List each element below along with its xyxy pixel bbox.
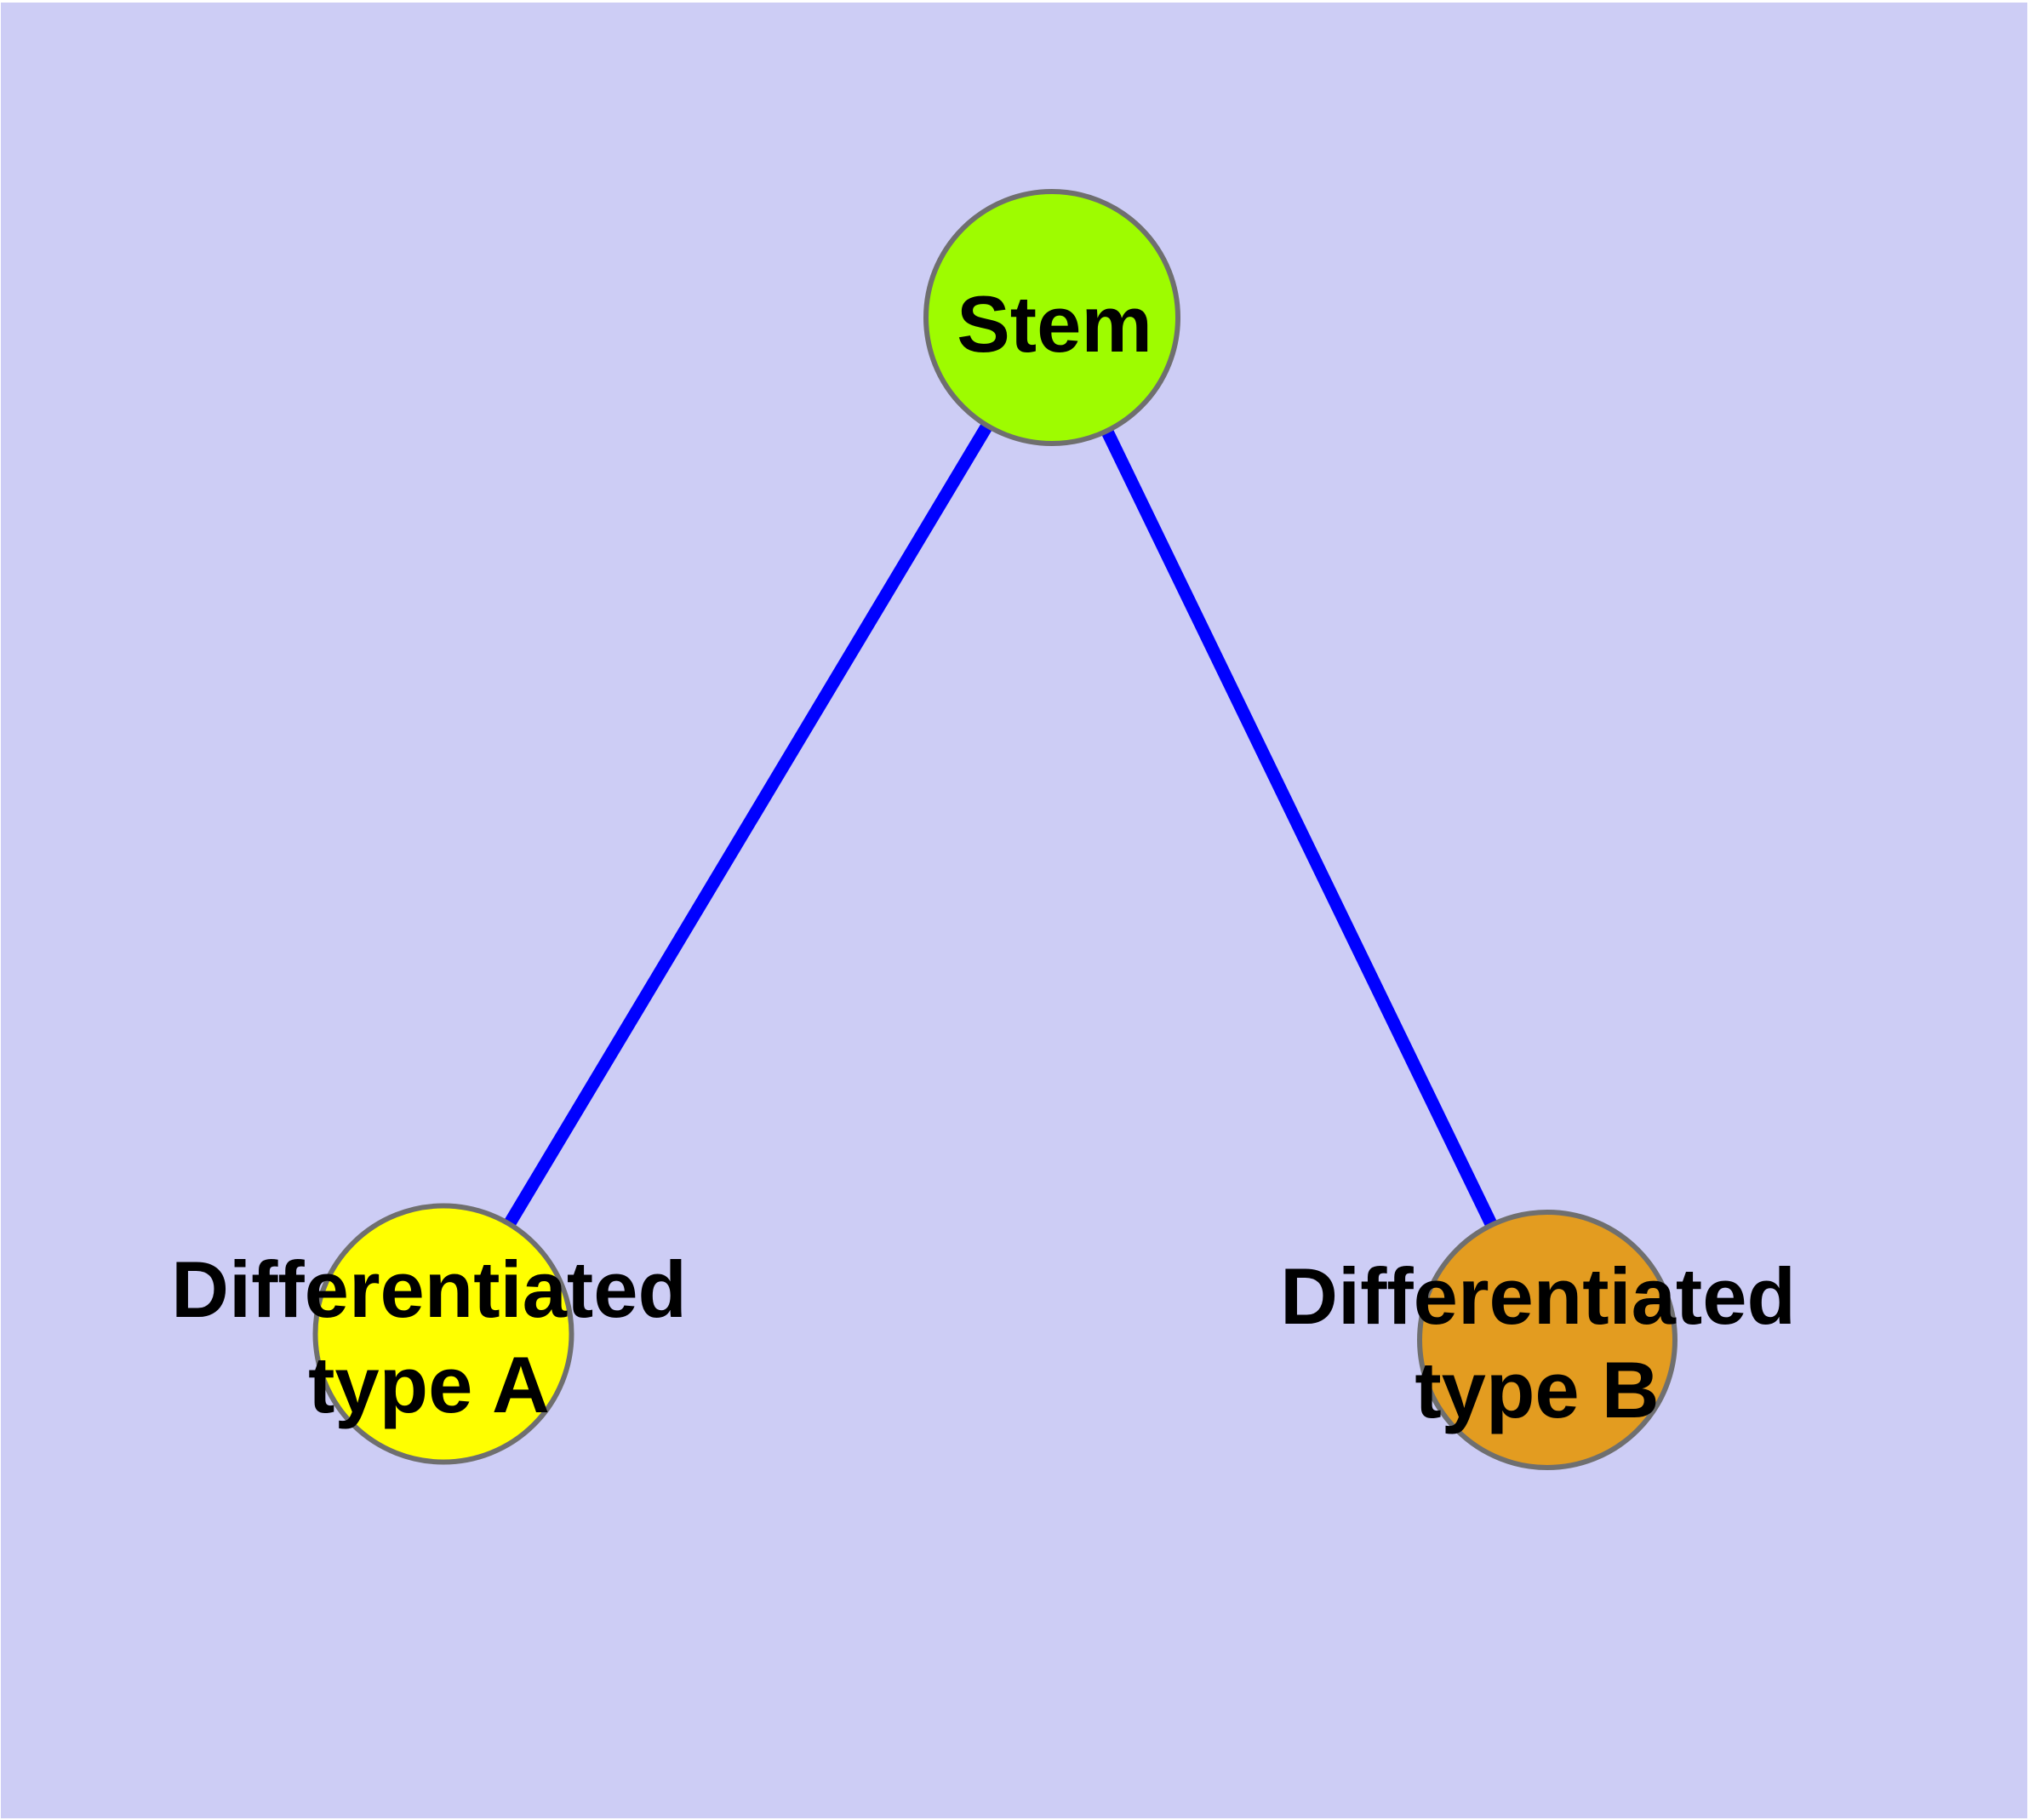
- svg-text:Differentiated: Differentiated: [171, 1245, 687, 1334]
- svg-text:type A: type A: [308, 1340, 550, 1429]
- svg-text:Stem: Stem: [957, 279, 1152, 369]
- svg-text:type B: type B: [1415, 1345, 1659, 1434]
- svg-text:Differentiated: Differentiated: [1280, 1251, 1796, 1341]
